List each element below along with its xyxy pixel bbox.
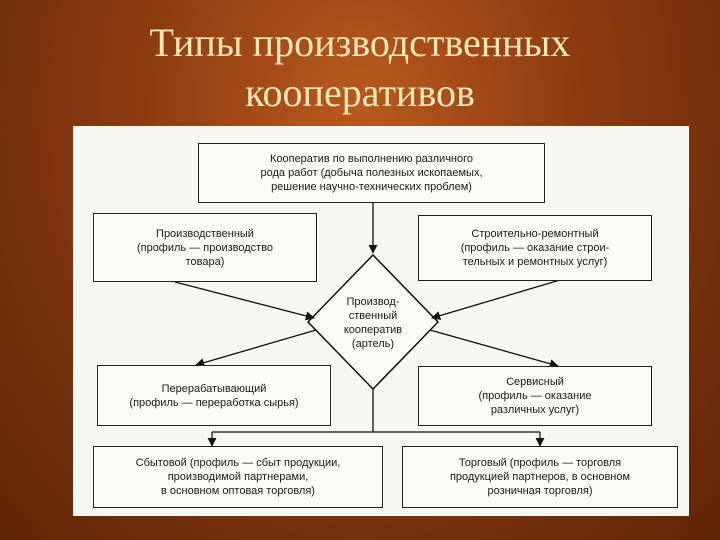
box-service-line-3: различных услуг) (490, 404, 580, 416)
arrow-center-to-left2 (195, 329, 317, 368)
title-line-1: Типы производственных (149, 20, 571, 65)
box-processing-line-2: (профиль — переработка сырья) (129, 396, 299, 409)
box-trade-line-1: Торговый (профиль — торговля (458, 457, 622, 469)
box-top-line-1: Кооператив по выполнению различного (269, 153, 474, 165)
arrow-center-to-right2 (429, 329, 559, 369)
box-top-line-2: рода работ (добыча полезных ископаемых, (260, 167, 483, 179)
box-trade-line-3: розничная торговля) (487, 485, 593, 497)
box-sales-line-3: в основном оптовая торговля) (160, 485, 315, 497)
center-line-4: (артель) (351, 338, 395, 350)
box-service-line-2: (профиль — оказание (478, 390, 592, 402)
box-processing-line-1: Перерабатывающий (161, 382, 267, 395)
box-sales-line-2: производимой партнерами, (167, 471, 309, 483)
center-line-3: кооператив (343, 324, 403, 336)
center-line-1: Производ- (346, 296, 400, 308)
box-construction-line-3: тельных и ремонтных услуг) (462, 256, 608, 268)
box-service: Сервисный (профиль — оказание различных … (418, 366, 652, 426)
box-construction: Строительно-ремонтный (профиль — оказани… (418, 215, 652, 281)
box-processing: Перерабатывающий (профиль — переработка … (97, 365, 331, 426)
box-sales-line-1: Сбытовой (профиль — сбыт продукции, (135, 457, 341, 469)
box-top-line-3: решение научно-технических проблем) (271, 181, 472, 193)
slide-title: Типы производственных кооперативов (0, 18, 720, 118)
box-trade: Торговый (профиль — торговля продукцией … (402, 446, 678, 508)
box-construction-line-2: (профиль — оказание строи- (460, 242, 610, 254)
box-service-line-1: Сервисный (506, 376, 564, 388)
box-top: Кооператив по выполнению различного рода… (198, 143, 545, 203)
box-production-line-3: товара) (185, 255, 225, 268)
center-label: Производ- ственный кооператив (артель) (328, 295, 418, 351)
box-production: Производственный (профиль — производство… (93, 213, 317, 282)
arrow-right1-to-center (431, 279, 561, 321)
box-construction-line-1: Строительно-ремонтный (471, 228, 599, 240)
box-trade-line-2: продукцией партнеров, в основном (449, 471, 631, 483)
box-sales: Сбытовой (профиль — сбыт продукции, прои… (93, 446, 383, 508)
center-line-2: ственный (348, 310, 398, 322)
title-line-2: кооперативов (245, 70, 475, 115)
arrow-left1-to-center (174, 281, 315, 321)
box-production-line-1: Производственный (156, 227, 254, 240)
box-production-line-2: (профиль — производство (136, 241, 274, 254)
